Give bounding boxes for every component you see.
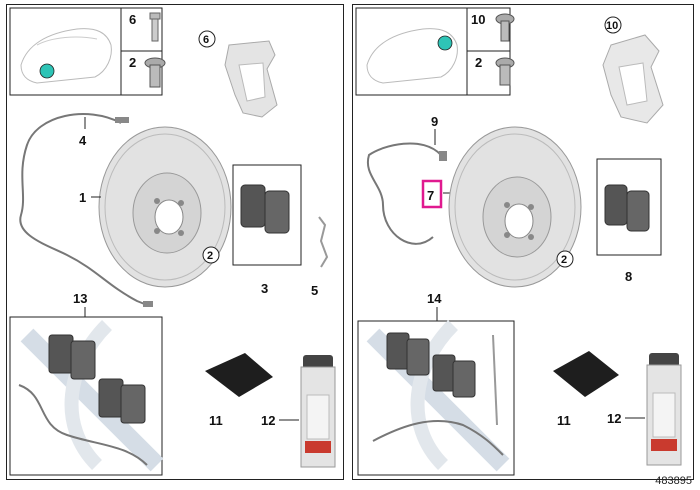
car-locator-box-right <box>355 7 511 96</box>
callout-11: 11 <box>209 413 223 428</box>
callout-8: 8 <box>625 269 632 284</box>
panel-left-drawing: 6 2 6 4 1 2 3 <box>9 7 336 476</box>
bolt-6-icon <box>149 12 161 42</box>
spray-can-icon <box>646 353 682 466</box>
bolt-2-icon <box>144 57 166 88</box>
callout-2-circled: 2 <box>207 250 213 262</box>
highlight-box <box>421 179 443 209</box>
diagram-panel-right: 10 2 10 9 7 2 8 14 <box>352 4 694 480</box>
callout-12: 12 <box>607 411 621 426</box>
callout-5: 5 <box>311 283 318 298</box>
caliper-carrier <box>224 40 278 118</box>
callout-14: 14 <box>427 291 442 306</box>
car-locator-box <box>9 7 163 96</box>
callout-2-circled: 2 <box>561 254 567 266</box>
brake-disc <box>448 126 582 288</box>
callout-1: 1 <box>79 190 86 205</box>
caliper-carrier <box>602 34 664 124</box>
callout-11: 11 <box>557 413 571 428</box>
bolt-2-icon <box>495 57 515 86</box>
spring-clip-icon <box>318 216 329 268</box>
spray-can-icon <box>300 355 336 468</box>
callout-7: 7 <box>427 188 434 203</box>
callout-9: 9 <box>431 114 438 129</box>
brake-disc <box>98 126 232 288</box>
diagram-panel-left: 6 2 6 4 1 2 3 <box>6 4 344 480</box>
grease-packet-icon <box>553 351 619 397</box>
callout-12: 12 <box>261 413 275 428</box>
callout-6-circled: 6 <box>203 34 209 46</box>
callout-2: 2 <box>475 55 482 70</box>
callout-13: 13 <box>73 291 87 306</box>
callout-10-circled: 10 <box>606 20 618 32</box>
brake-pad-box <box>596 158 662 256</box>
callout-10: 10 <box>471 12 485 27</box>
callout-3: 3 <box>261 281 268 296</box>
grease-packet-icon <box>205 353 273 397</box>
callout-6: 6 <box>129 12 136 27</box>
brake-pad-box <box>232 164 302 266</box>
brake-kit-box <box>357 320 515 476</box>
callout-4: 4 <box>79 133 87 148</box>
wear-sensor-cable <box>366 142 447 245</box>
location-marker-icon <box>437 35 453 51</box>
panel-right-drawing: 10 2 10 9 7 2 8 14 <box>355 7 682 476</box>
location-marker-icon <box>39 63 55 79</box>
brake-kit-box <box>9 316 164 476</box>
wear-sensor-cable <box>19 113 153 307</box>
callout-2: 2 <box>129 55 136 70</box>
diagram-number: 483895 <box>655 475 692 487</box>
bolt-10-icon <box>495 13 515 42</box>
